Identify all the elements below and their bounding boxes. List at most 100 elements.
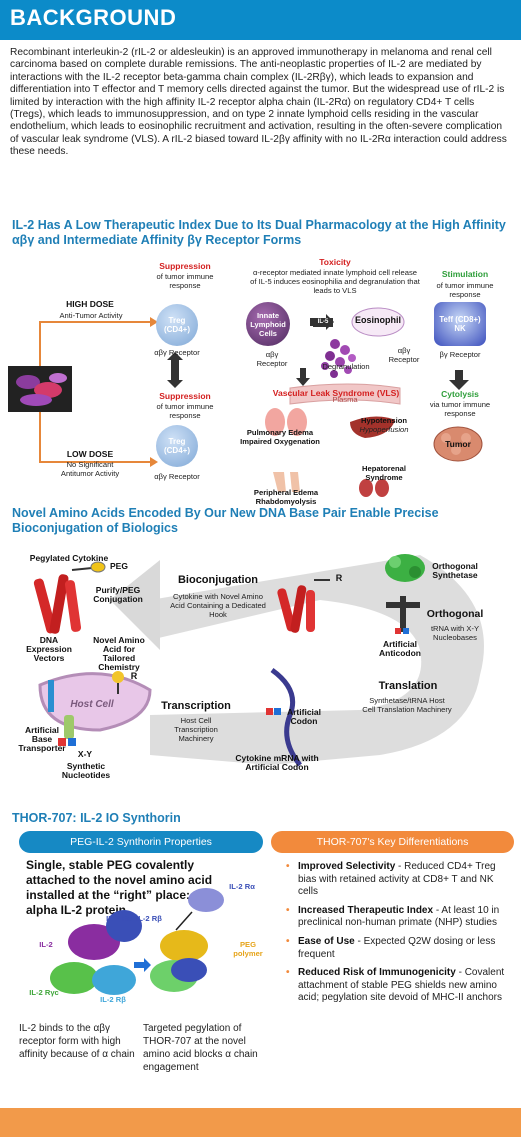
artificial-codon-label: Artificial Codon	[286, 707, 321, 726]
caption-right: Targeted pegylation of THOR-707 at the n…	[143, 1023, 258, 1073]
peg-polymer-label: PEG polymer	[233, 940, 263, 958]
il2-rb-label-a: IL-2 Rβ	[136, 914, 162, 923]
host-cell-label: Host Cell	[70, 699, 114, 710]
synthorin-properties-header: PEG-IL-2 Synthorin Properties	[19, 831, 263, 853]
transcription-label: Transcription	[161, 700, 231, 712]
il5-label: IL-5	[313, 318, 333, 327]
toxicity-sub: α-receptor mediated innate lymphoid cell…	[250, 268, 420, 295]
pegylated-cytokine-label: Pegylated Cytokine	[29, 553, 109, 563]
hypoperfusion-label: Hypoperfusion	[359, 425, 409, 434]
il2-rgc-label-a: IL-2 Rγc	[29, 988, 59, 997]
toxicity-label: Toxicity	[319, 257, 351, 267]
stimulation-label: Stimulation	[441, 269, 489, 279]
teff-cell: Teff (CD8+) NK	[434, 302, 486, 346]
high-dose-label: HIGH DOSE	[66, 299, 114, 309]
purify-label: Purify/PEG Conjugation	[93, 585, 143, 604]
dna-vectors-label: DNA Expression Vectors	[26, 635, 72, 663]
bioconjugation-sub: Cytokine with Novel Amino Acid Containin…	[170, 592, 266, 619]
tumor-label: Tumor	[445, 439, 471, 449]
treg-cell-bottom: Treg (CD4+)	[156, 425, 198, 467]
transcription-sub: Host Cell Transcription Machinery	[174, 716, 218, 743]
peripheral-edema-label: Peripheral Edema	[253, 488, 319, 497]
header-bar: BACKGROUND	[0, 0, 521, 40]
suppression-top-label: Suppression	[159, 261, 211, 271]
low-dose-sub1: No Significant	[66, 460, 114, 469]
artificial-anticodon-label: Artificial Anticodon	[378, 639, 422, 658]
lungs-icon	[265, 408, 307, 436]
teff-receptor: βγ Receptor	[439, 350, 481, 359]
base-transporter-icon	[58, 715, 76, 746]
degranulation-granules-icon	[321, 339, 356, 378]
section1-title: IL-2 Has A Low Therapeutic Index Due to …	[12, 218, 506, 247]
low-dose-sub2: Antitumor Activity	[60, 469, 120, 478]
synthetic-nucleotides-label: Synthetic Nucleotides	[61, 761, 111, 780]
section3-title: THOR-707: IL-2 IO Synthorin	[12, 811, 181, 825]
intro-paragraph: Recombinant interleukin-2 (rIL-2 or alde…	[10, 47, 507, 158]
translation-label: Translation	[378, 680, 438, 692]
r-label-1: R	[335, 573, 343, 583]
low-dose-label: LOW DOSE	[66, 449, 114, 459]
plasma-label: Plasma	[332, 395, 358, 404]
hepatorenal-syndrome-label: Syndrome	[365, 473, 403, 482]
mrna-icon	[266, 667, 302, 767]
caption-left: IL-2 binds to the αβγ receptor form with…	[19, 1023, 135, 1060]
il2-ra-label-a: IL-2 Rα	[106, 914, 132, 923]
translation-sub: Synthetase/tRNA Host Cell Translation Ma…	[362, 696, 452, 714]
il2-receptor-complex-left-icon	[50, 910, 142, 995]
pulmonary-edema-label: Pulmonary Edema	[246, 428, 314, 437]
hypotension-label: Hypotension	[361, 416, 407, 425]
il2-receptor-complex-right-icon	[150, 888, 224, 992]
bioconjugation-cycle-figure: Pegylated Cytokine PEG Purify/PEG Conjug…	[0, 540, 521, 800]
receptor-structure-figure	[50, 888, 224, 995]
degranulation-label: Degranulation	[322, 362, 370, 371]
list-item: Ease of Use - Expected Q2W dosing or les…	[286, 936, 511, 961]
kidneys-icon	[359, 479, 389, 497]
novel-amino-acid-label: Novel Amino Acid for Tailored Chemistry	[93, 635, 145, 672]
suppression-top-sub: of tumor immune response	[156, 272, 214, 290]
artificial-base-transporter-label: Artificial Base Transporter	[18, 725, 66, 753]
il2-pharmacology-figure: HIGH DOSE Anti-Tumor Activity LOW DOSE N…	[0, 252, 521, 506]
pharmacology-diagram	[8, 307, 483, 497]
differentiation-list: Improved Selectivity - Reduced CD4+ Treg…	[286, 861, 511, 1011]
orthogonal-synthetase-label: Orthogonal Synthetase	[432, 561, 478, 580]
high-dose-sub: Anti-Tumor Activity	[59, 311, 123, 320]
mrna-label: Cytokine mRNA with Artificial Codon	[235, 753, 319, 772]
page-title: BACKGROUND	[10, 5, 177, 30]
pegylated-cytokine-icon	[33, 561, 106, 634]
il2-rb-label-b: IL-2 Rβ	[100, 995, 126, 1004]
orthogonal-sub: tRNA with X-Y Nucleobases	[430, 624, 480, 642]
trna-icon	[386, 596, 420, 634]
list-item: Improved Selectivity - Reduced CD4+ Treg…	[286, 861, 511, 899]
bioconjugation-label: Bioconjugation	[177, 574, 259, 586]
il2-ra-label-b: IL-2 Rα	[229, 882, 255, 891]
list-item: Reduced Risk of Immunogenicity - Covalen…	[286, 967, 511, 1005]
treg-cell-top: Treg (CD4+)	[156, 304, 198, 346]
liver-icon	[350, 416, 395, 438]
il2-label-a: IL-2	[39, 940, 53, 949]
tumor-icon	[433, 426, 483, 462]
key-differentiations-header: THOR-707's Key Differentiations	[271, 831, 514, 853]
orthogonal-label: Orthogonal	[426, 608, 484, 620]
peg-label: PEG	[110, 561, 128, 571]
il2-protein-icon	[16, 373, 67, 406]
synthorin-callout: Single, stable PEG covalently attached t…	[26, 858, 217, 917]
list-item: Increased Therapeutic Index - At least 1…	[286, 905, 511, 930]
rhabdomyolysis-label: Rhabdomyolysis	[255, 497, 317, 506]
impaired-oxygenation-label: Impaired Oxygenation	[240, 437, 320, 446]
eosinophil-receptor: αβγ Receptor	[388, 346, 420, 364]
blood-vessel-icon	[289, 383, 401, 405]
bioconjugated-cytokine-icon	[277, 579, 330, 633]
suppression-mid-sub: of tumor immune response	[156, 402, 214, 420]
xy-label: X-Y	[77, 749, 93, 759]
footer-bar	[0, 1108, 521, 1137]
treg-receptor-top: αβγ Receptor	[154, 348, 200, 357]
vls-label: Vascular Leak Syndrome (VLS)	[272, 388, 400, 398]
section2-title: Novel Amino Acids Encoded By Our New DNA…	[12, 506, 439, 535]
suppression-mid-label: Suppression	[159, 391, 211, 401]
r-label-2: R	[130, 671, 138, 681]
stimulation-sub: of tumor immune response	[436, 281, 494, 299]
eosinophil-label: Eosinophil	[355, 315, 401, 325]
bioconjugation-diagram	[33, 554, 484, 767]
innate-lymphoid-cells: Innate Lymphoid Cells	[246, 302, 290, 346]
cytolysis-sub: via tumor immune response	[429, 400, 491, 418]
